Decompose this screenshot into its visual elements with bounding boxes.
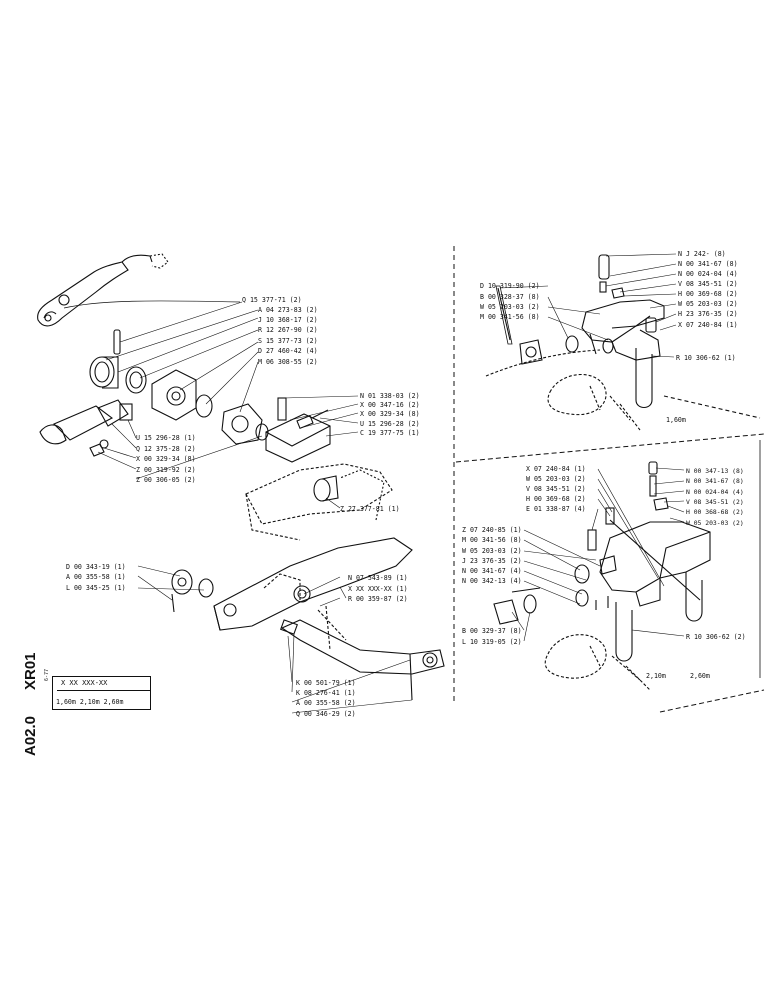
- box-sizes: 1,60m 2,10m 2,60m: [56, 698, 124, 706]
- part-label: Z 07 240-85 (1): [462, 526, 522, 534]
- lever-arm-drawing: [37, 253, 241, 327]
- sheet-code-line-1: XR01: [22, 652, 39, 690]
- part-label: D 00 343-19 (1): [66, 563, 126, 571]
- part-label: U 15 296-28 (2): [360, 420, 420, 428]
- part-label: N 00 024-04 (4): [686, 488, 744, 496]
- left-part-labels: Q 15 377-71 (2) A 04 273-83 (2) J 10 368…: [66, 296, 420, 718]
- part-label: W 05 203-03 (2): [462, 547, 522, 555]
- part-label: A 04 273-83 (2): [258, 306, 318, 314]
- part-label: M 06 308-55 (2): [258, 358, 318, 366]
- linkage-frame-drawing: [171, 469, 445, 701]
- part-label: D 27 460-42 (4): [258, 347, 318, 355]
- part-label: S 15 377-73 (2): [258, 337, 318, 345]
- part-label: A 00 355-58 (2): [296, 699, 356, 707]
- part-label: H 00 369-68 (2): [526, 495, 586, 503]
- part-label: B 00 328-37 (8): [480, 293, 540, 301]
- part-label: N 00 347-13 (8): [686, 467, 744, 475]
- part-label: N 00 024-04 (4): [678, 270, 738, 278]
- bottom-right-part-labels: X 07 240-84 (1) W 05 203-03 (2) V 08 345…: [462, 465, 746, 680]
- part-label: K 00 501-79 (1): [296, 679, 356, 687]
- bottom-right-leader-lines: [511, 467, 685, 642]
- part-label: V 08 345-51 (2): [678, 280, 738, 288]
- part-label: N 01 338-03 (2): [360, 392, 420, 400]
- size-label: 2,60m: [690, 672, 710, 680]
- sheet-dividers: [453, 246, 765, 713]
- part-label: B 00 329-37 (8): [462, 627, 522, 635]
- top-right-part-labels: N J 242- (8) N 00 341-67 (8) N 00 024-04…: [480, 250, 738, 424]
- part-label: X XX XXX-XX (1): [348, 585, 408, 593]
- part-label: M 00 341-56 (8): [462, 536, 522, 544]
- part-label: X 07 240-84 (1): [678, 321, 738, 329]
- part-label: D 10 319-90 (2): [480, 282, 540, 290]
- part-label: N 07 543-89 (1): [348, 574, 408, 582]
- part-label: A 00 355-58 (1): [66, 573, 126, 581]
- part-label: W 05 203-03 (2): [686, 519, 744, 527]
- part-label: N 00 341-67 (8): [678, 260, 738, 268]
- part-label: R 10 306-62 (1): [676, 354, 736, 362]
- part-label: W 05 203-03 (2): [526, 475, 586, 483]
- part-label: L 10 319-05 (2): [462, 638, 522, 646]
- sheet-code-line-2: A02.0: [22, 715, 39, 756]
- part-label: H 00 369-68 (2): [678, 290, 738, 298]
- box-side-code: 6-77: [44, 668, 50, 681]
- part-label: W 05 203-03 (2): [678, 300, 738, 308]
- part-label: U 15 296-28 (1): [136, 434, 196, 442]
- part-label: Q 15 377-71 (2): [242, 296, 302, 304]
- part-label: R 00 359-87 (2): [348, 595, 408, 603]
- part-label: Q 00 346-29 (2): [296, 710, 356, 718]
- part-label: W 05 203-03 (2): [480, 303, 540, 311]
- part-label: J 10 368-17 (2): [258, 316, 318, 324]
- part-label: X 07 240-84 (1): [526, 465, 586, 473]
- part-label: J 23 376-35 (2): [462, 557, 522, 565]
- part-label: V 08 345-51 (2): [686, 498, 744, 506]
- part-label: L 00 345-25 (1): [66, 584, 126, 592]
- part-label: R 12 267-90 (2): [258, 326, 318, 334]
- size-label: 2,10m: [646, 672, 666, 680]
- part-label: H 23 376-35 (2): [678, 310, 738, 318]
- left-leader-lines: [97, 301, 413, 714]
- part-label: N 00 341-67 (4): [462, 567, 522, 575]
- part-label: Q 12 375-28 (2): [136, 445, 196, 453]
- part-label: V 08 345-51 (2): [526, 485, 586, 493]
- part-label: E 01 338-87 (4): [526, 505, 586, 513]
- box-code: X XX XXX-XX: [61, 679, 108, 687]
- part-label: K 08 276-41 (1): [296, 689, 356, 697]
- part-label: Z 00 306-05 (2): [136, 476, 196, 484]
- part-label: H 00 368-68 (2): [686, 508, 744, 516]
- part-label: X 00 329-34 (8): [136, 455, 196, 463]
- part-label: X 00 347-16 (2): [360, 401, 420, 409]
- size-label: 1,60m: [666, 416, 686, 424]
- part-label: M 00 341-56 (8): [480, 313, 540, 321]
- part-label: C 19 377-75 (1): [360, 429, 420, 437]
- part-label: Z 00 319-92 (2): [136, 466, 196, 474]
- top-right-leader-lines: [499, 253, 677, 358]
- part-label: R 10 306-62 (2): [686, 633, 746, 641]
- valve-parts-drawing: [39, 329, 393, 541]
- part-label: N J 242- (8): [678, 250, 726, 258]
- size-table-box: 6-77 X XX XXX-XX 1,60m 2,10m 2,60m: [44, 669, 151, 710]
- part-label: Z 27 377-81 (1): [340, 505, 400, 513]
- box-divider: [57, 690, 150, 691]
- part-label: N 00 342-13 (4): [462, 577, 522, 585]
- part-label: N 00 341-67 (8): [686, 477, 744, 485]
- part-label: X 00 329-34 (8): [360, 410, 420, 418]
